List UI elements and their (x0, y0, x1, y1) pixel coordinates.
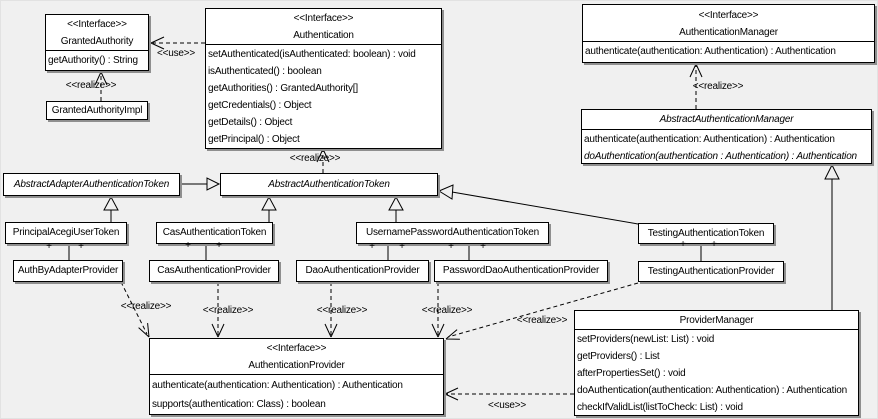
class-auth-by-adapter-provider[interactable]: AuthByAdapterProvider (13, 260, 123, 282)
operation: authenticate(authentication: Authenticat… (585, 46, 836, 57)
operation: authenticate(authentication: Authenticat… (152, 380, 403, 391)
operation: doAuthentication(authentication : Authen… (584, 151, 857, 162)
class-dao-authentication-provider[interactable]: DaoAuthenticationProvider (296, 260, 429, 282)
association-end-plus: + (78, 241, 84, 252)
class-name: UsernamePasswordAuthenticationToken (365, 227, 540, 238)
class-name: AuthenticationProvider (248, 360, 345, 371)
association-end-plus: + (216, 240, 222, 251)
class-name: AbstractAdapterAuthenticationToken (13, 179, 170, 190)
class-name: AuthByAdapterProvider (17, 265, 119, 276)
realize-stereotype-label: <<realize>> (120, 301, 172, 312)
realize-stereotype-label: <<realize>> (692, 81, 744, 92)
class-testing-authentication-provider[interactable]: TestingAuthenticationProvider (638, 261, 784, 282)
realize-edge-passworddaoauthenticationprovider (431, 282, 445, 338)
class-name: CasAuthenticationToken (162, 227, 267, 238)
realize-edge-abstractauthenticationtoken (316, 148, 330, 173)
class-abstract-authentication-token[interactable]: AbstractAuthenticationToken (220, 173, 438, 196)
stereotype: <<Interface>> (293, 13, 354, 24)
class-authentication-manager[interactable]: <<Interface>> AuthenticationManager auth… (582, 4, 875, 63)
operation: supports(authentication: Class) : boolea… (152, 399, 326, 410)
realize-edge-grantedauthorityimpl (94, 71, 108, 101)
association-end-plus: + (680, 239, 686, 250)
use-stereotype-label: <<use>> (487, 400, 527, 411)
class-name: PasswordDaoAuthenticationProvider (442, 265, 600, 276)
class-name: TestingAuthenticationToken (647, 228, 765, 239)
association-end-plus: + (448, 241, 454, 252)
class-name: AbstractAuthenticationManager (659, 114, 794, 125)
class-name: CasAuthenticationProvider (157, 265, 271, 276)
class-provider-manager[interactable]: ProviderManager setProviders(newList: Li… (574, 310, 859, 416)
class-name: GrantedAuthorityImpl (51, 105, 143, 116)
operation: authenticate(authentication: Authenticat… (584, 134, 835, 145)
class-name: PrincipalAcegiUserToken (12, 227, 120, 238)
operation: doAuthentication(authentication: Authent… (577, 385, 847, 396)
class-name: Authentication (293, 30, 354, 41)
class-name: AbstractAuthenticationToken (268, 179, 390, 190)
operation: checkIfValidList(listToCheck: List) : vo… (577, 402, 743, 413)
operation: isAuthenticated() : boolean (208, 66, 322, 77)
realize-edge-authbyadapterprovider (120, 281, 150, 338)
generalization-edge-providermanager (824, 163, 840, 310)
use-edge-authentication-to-grantedauthority (150, 36, 205, 50)
class-cas-authentication-token[interactable]: CasAuthenticationToken (156, 222, 273, 244)
stereotype: <<Interface>> (67, 19, 127, 30)
association-end-plus: + (480, 241, 486, 252)
operation: afterPropertiesSet() : void (577, 368, 686, 379)
realize-edge-daoauthenticationprovider (324, 282, 338, 338)
realize-stereotype-label: <<realize>> (202, 305, 254, 316)
realize-edge-abstractauthenticationmanager (689, 63, 703, 109)
operation: getDetails() : Object (208, 117, 293, 128)
generalization-edge-principalacegiusertoken (103, 195, 119, 222)
class-authentication[interactable]: <<Interface>> Authentication setAuthenti… (205, 8, 442, 149)
stereotype: <<Interface>> (698, 10, 759, 21)
use-stereotype-label: <<use>> (156, 48, 196, 59)
class-granted-authority-impl[interactable]: GrantedAuthorityImpl (46, 101, 148, 120)
generalization-edge-casauthenticationtoken (261, 195, 277, 222)
class-principal-acegi-user-token[interactable]: PrincipalAcegiUserToken (5, 222, 127, 244)
generalization-edge-usernamepasswordtoken (388, 195, 404, 222)
class-name: GrantedAuthority (60, 36, 134, 47)
realize-stereotype-label: <<realize>> (65, 80, 117, 91)
association-end-plus: + (369, 241, 375, 252)
realize-stereotype-label: <<realize>> (516, 315, 568, 326)
operation: getPrincipal() : Object (208, 134, 300, 145)
class-granted-authority[interactable]: <<Interface>> GrantedAuthority getAuthor… (45, 14, 149, 71)
association-end-plus: + (46, 241, 52, 252)
realize-stereotype-label: <<realize>> (421, 305, 473, 316)
class-abstract-adapter-authentication-token[interactable]: AbstractAdapterAuthenticationToken (3, 173, 180, 196)
operation: getCredentials() : Object (208, 100, 312, 111)
association-end-plus: + (399, 241, 405, 252)
class-name: DaoAuthenticationProvider (305, 265, 420, 276)
class-testing-authentication-token[interactable]: TestingAuthenticationToken (638, 223, 774, 244)
class-name: AuthenticationManager (679, 27, 778, 38)
realize-stereotype-label: <<realize>> (289, 153, 341, 164)
class-username-password-authentication-token[interactable]: UsernamePasswordAuthenticationToken (356, 222, 549, 244)
class-name: TestingAuthenticationProvider (647, 266, 775, 277)
realize-edge-casauthenticationprovider (211, 282, 225, 338)
operation: getProviders() : List (577, 351, 660, 362)
generalization-edge-adapter-token (180, 177, 221, 191)
stereotype: <<Interface>> (266, 343, 327, 354)
generalization-edge-testingauthenticationtoken (437, 184, 639, 225)
realize-edge-testingauthenticationprovider (445, 282, 639, 340)
class-authentication-provider[interactable]: <<Interface>> AuthenticationProvider aut… (149, 338, 444, 415)
operation: setProviders(newList: List) : void (577, 334, 715, 345)
class-abstract-authentication-manager[interactable]: AbstractAuthenticationManager authentica… (581, 109, 872, 164)
realize-stereotype-label: <<realize>> (316, 305, 368, 316)
association-end-plus: + (711, 239, 717, 250)
operation: getAuthority() : String (48, 55, 138, 66)
association-end-plus: + (185, 240, 191, 251)
class-cas-authentication-provider[interactable]: CasAuthenticationProvider (149, 260, 279, 282)
class-name: ProviderManager (679, 315, 754, 326)
use-edge-providermanager-to-authenticationprovider (444, 387, 574, 401)
class-password-dao-authentication-provider[interactable]: PasswordDaoAuthenticationProvider (434, 260, 608, 282)
operation: setAuthenticated(isAuthenticated: boolea… (208, 49, 416, 60)
operation: getAuthorities() : GrantedAuthority[] (208, 83, 358, 94)
